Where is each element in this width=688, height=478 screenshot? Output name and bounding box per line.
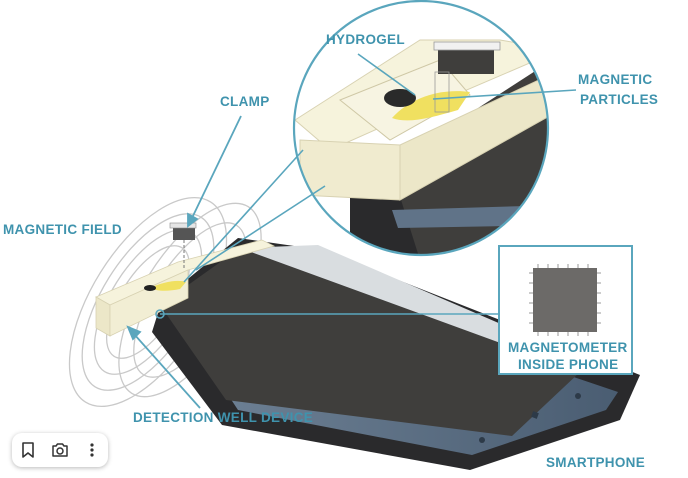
image-toolbar xyxy=(12,433,108,467)
magnetometer-inset xyxy=(498,245,633,375)
inset-clamp-top xyxy=(433,41,501,51)
magnetometer-chip xyxy=(533,268,597,332)
detection-well-device xyxy=(95,239,276,337)
phone-button-menu xyxy=(575,393,581,399)
phone-button-home xyxy=(531,411,539,419)
bookmark-icon[interactable] xyxy=(15,437,41,463)
hydrogel-small xyxy=(150,280,186,291)
inset-clamp xyxy=(438,48,494,74)
inset-clamp-stand xyxy=(434,71,450,113)
phone-button-back xyxy=(479,437,485,443)
label-detection-well-device: DETECTION WELL DEVICE xyxy=(133,410,314,425)
label-hydrogel: HYDROGEL xyxy=(326,32,405,47)
more-vertical-icon[interactable] xyxy=(79,437,105,463)
inset-device-front xyxy=(299,139,401,201)
lens-search-icon[interactable] xyxy=(47,437,73,463)
label-magnetic-field: MAGNETIC FIELD xyxy=(3,222,122,237)
phone-screen xyxy=(160,248,580,436)
label-magnetometer-line2: INSIDE PHONE xyxy=(518,357,619,372)
label-smartphone: SMARTPHONE xyxy=(546,455,646,470)
label-clamp: CLAMP xyxy=(220,94,270,109)
label-magnetic-particles-line2: PARTICLES xyxy=(580,92,659,107)
well-small xyxy=(144,285,156,291)
label-magnetic-particles-line1: MAGNETIC xyxy=(578,72,653,87)
arrows xyxy=(126,115,242,409)
inset-well-hole xyxy=(384,89,416,107)
label-magnetometer-line1: MAGNETOMETER xyxy=(508,340,628,355)
leader-lines xyxy=(155,53,577,319)
clamp xyxy=(169,222,197,268)
